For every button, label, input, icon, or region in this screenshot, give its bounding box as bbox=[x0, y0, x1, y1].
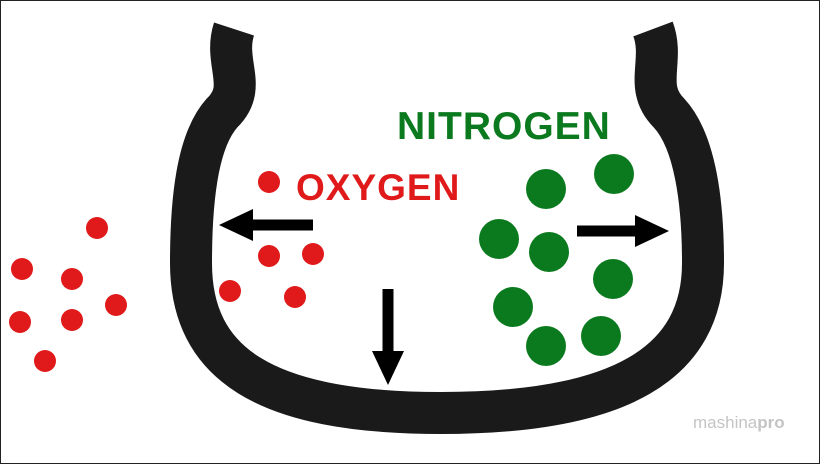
nitrogen-molecule bbox=[526, 326, 566, 366]
nitrogen-molecules bbox=[479, 154, 634, 366]
watermark-logo: mashinapro bbox=[693, 413, 785, 433]
nitrogen-molecule bbox=[529, 232, 569, 272]
oxygen-molecule bbox=[105, 294, 127, 316]
nitrogen-molecule bbox=[526, 169, 566, 209]
oxygen-molecule bbox=[258, 171, 280, 193]
oxygen-molecules bbox=[9, 171, 324, 372]
oxygen-molecule bbox=[258, 245, 280, 267]
nitrogen-molecule bbox=[594, 154, 634, 194]
oxygen-molecule bbox=[61, 309, 83, 331]
nitrogen-molecule bbox=[593, 259, 633, 299]
arrow-right-icon bbox=[577, 215, 669, 247]
nitrogen-molecule bbox=[581, 316, 621, 356]
arrow-left-icon bbox=[219, 209, 313, 241]
oxygen-molecule bbox=[284, 286, 306, 308]
oxygen-molecule bbox=[61, 268, 83, 290]
oxygen-molecule bbox=[219, 280, 241, 302]
oxygen-molecule bbox=[86, 217, 108, 239]
oxygen-molecule bbox=[11, 258, 33, 280]
watermark-text: mashina bbox=[693, 413, 758, 432]
nitrogen-label: NITROGEN bbox=[397, 105, 611, 148]
arrow-down-icon bbox=[372, 289, 404, 385]
oxygen-molecule bbox=[34, 350, 56, 372]
tire-cross-section bbox=[169, 21, 725, 435]
nitrogen-molecule bbox=[493, 287, 533, 327]
oxygen-molecule bbox=[302, 243, 324, 265]
watermark-text-bold: pro bbox=[757, 413, 785, 432]
nitrogen-molecule bbox=[479, 219, 519, 259]
oxygen-label: OXYGEN bbox=[296, 167, 461, 208]
oxygen-molecule bbox=[9, 311, 31, 333]
